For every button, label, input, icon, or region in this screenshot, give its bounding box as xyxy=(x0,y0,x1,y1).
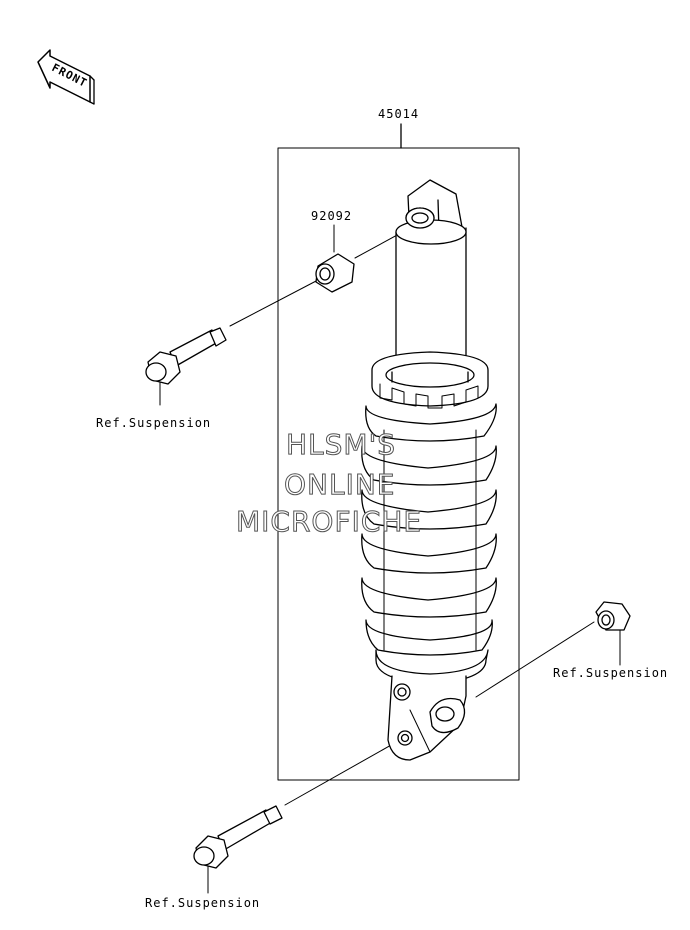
watermark-line-3: MICROFICHE xyxy=(235,505,423,539)
assembly-bracket xyxy=(277,123,520,781)
bushing-part xyxy=(315,253,355,293)
shock-absorber xyxy=(361,179,497,761)
ref-label-lower-bolt: Ref.Suspension xyxy=(145,896,261,910)
ref-label-upper-bolt: Ref.Suspension xyxy=(96,416,212,430)
ref-label-nut: Ref.Suspension xyxy=(553,666,669,680)
spring-coils xyxy=(361,403,497,656)
part-number-45014: 45014 xyxy=(378,107,420,121)
front-arrow-icon: FRONT xyxy=(37,49,95,105)
watermark-line-2: ONLINE xyxy=(283,468,396,502)
nut-part xyxy=(595,601,631,631)
watermark-line-1: HLSM'S xyxy=(285,428,397,462)
part-number-92092: 92092 xyxy=(311,209,353,223)
lower-bolt-part xyxy=(193,805,283,869)
upper-bolt-part xyxy=(145,327,227,385)
